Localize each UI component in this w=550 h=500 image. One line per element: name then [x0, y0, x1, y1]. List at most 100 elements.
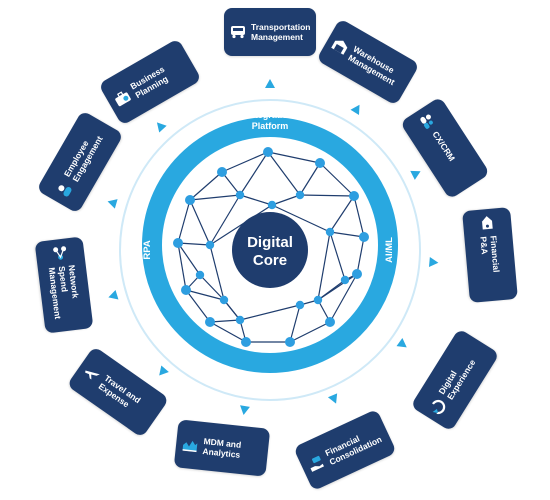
arrow-marker — [428, 256, 439, 267]
network-edge — [209, 244, 225, 301]
network-node — [285, 337, 295, 347]
network-node — [195, 270, 205, 280]
network-edge — [199, 274, 225, 301]
network-edge — [267, 151, 321, 164]
network-edge — [299, 194, 355, 197]
network-edge — [239, 151, 269, 196]
module-tile-label: Warehouse Management — [346, 43, 397, 88]
arrow-markers — [107, 79, 439, 415]
network-node — [181, 285, 191, 295]
arrow-marker — [107, 199, 118, 209]
people-icon — [417, 111, 437, 132]
network-edge — [356, 236, 365, 275]
module-tile: Financial P&A — [462, 207, 518, 303]
ring-label-platform: Platform — [252, 121, 289, 131]
module-tile-label: Network Spend Management — [46, 264, 81, 320]
network-edge — [239, 194, 273, 206]
digital-core-circle — [232, 212, 308, 288]
network-edge — [209, 319, 241, 323]
arrow-marker — [396, 338, 407, 348]
network-edge — [177, 242, 201, 276]
network-edge — [329, 273, 358, 323]
network-nodes — [173, 147, 369, 347]
network-edge — [267, 151, 301, 196]
network-edge — [271, 194, 301, 206]
network-edge — [299, 162, 321, 196]
module-tile-label: Business Planning — [128, 63, 170, 101]
warehouse-icon — [330, 36, 351, 56]
module-tile: MDM and Analytics — [173, 419, 271, 477]
network-node — [205, 240, 215, 250]
network-edge — [329, 195, 355, 233]
arrow-marker — [410, 170, 421, 180]
network-node — [313, 295, 323, 305]
module-tile: Digital Experience — [410, 328, 500, 432]
network-icon — [51, 244, 69, 262]
arrow-marker — [108, 289, 119, 300]
network-node — [205, 317, 215, 327]
network-node — [315, 158, 325, 168]
module-tile-label: Financial Consolidation — [323, 433, 384, 468]
network-node — [295, 190, 305, 200]
module-tile-label: Travel and Expense — [96, 372, 143, 410]
module-tile: Warehouse Management — [316, 18, 420, 106]
network-edge — [329, 231, 365, 238]
network-node — [325, 317, 335, 327]
module-tile-label: Transportation Management — [251, 22, 311, 42]
network-edge — [329, 231, 346, 281]
module-tile-label: Financial P&A — [478, 235, 502, 273]
module-tile: CX/CRM — [399, 96, 491, 200]
chart-icon — [181, 437, 198, 453]
network-node — [359, 232, 369, 242]
arrow-marker — [159, 365, 169, 376]
cycle-icon — [427, 396, 449, 418]
module-tile: Financial Consolidation — [293, 408, 397, 492]
ring-label-rpa: RPA — [142, 240, 153, 259]
network-edge — [177, 242, 211, 246]
network-node — [185, 195, 195, 205]
network-edge — [353, 195, 365, 238]
network-node — [295, 300, 305, 310]
network-node — [235, 190, 245, 200]
network-edge — [185, 289, 211, 323]
network-edge — [189, 171, 223, 201]
plane-icon — [81, 363, 102, 384]
network-node — [173, 238, 183, 248]
network-edge — [289, 321, 331, 343]
network-edge — [185, 289, 225, 301]
center-label-line2: Core — [253, 252, 287, 269]
ring-label-aiml: AI/ML — [384, 237, 395, 263]
platform-ring — [142, 117, 398, 373]
module-tile-label: Employee Engagement — [61, 134, 105, 184]
network-edge — [189, 199, 211, 246]
network-edge — [271, 204, 331, 233]
network-node — [263, 147, 273, 157]
network-edge — [223, 299, 241, 321]
network-edge — [239, 304, 301, 321]
arrow-marker — [350, 104, 360, 115]
network-node — [267, 200, 277, 210]
module-tile: Business Planning — [98, 38, 202, 126]
network-edge — [209, 194, 241, 246]
network-node — [217, 167, 227, 177]
module-tile: Network Spend Management — [34, 236, 94, 334]
module-tile-label: Digital Experience — [436, 357, 478, 402]
network-node — [349, 191, 359, 201]
network-node — [219, 295, 229, 305]
arrow-marker — [265, 79, 275, 88]
outer-ring — [119, 99, 421, 401]
module-tile: Travel and Expense — [66, 345, 170, 439]
module-tile-label: CX/CRM — [430, 129, 458, 163]
network-node — [325, 227, 335, 237]
network-edge — [319, 162, 355, 197]
arrow-marker — [156, 122, 167, 133]
network-edge — [177, 242, 187, 291]
ring-label-iot: IOT — [262, 374, 278, 385]
arrow-marker — [240, 405, 250, 415]
briefcase-icon — [112, 88, 133, 108]
tag-icon — [480, 215, 495, 232]
network-edge — [209, 204, 273, 246]
network-edge — [221, 151, 269, 173]
